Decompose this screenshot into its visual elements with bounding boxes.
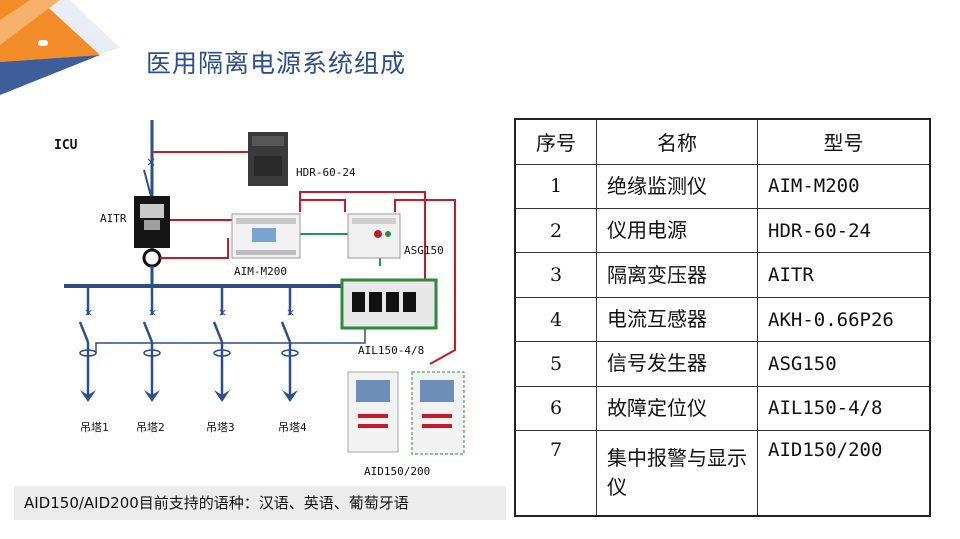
row-model: HDR-60-24: [757, 208, 931, 254]
svg-text:×: ×: [146, 155, 156, 169]
row-no: 2: [514, 208, 597, 254]
branch-label-3: 吊塔3: [206, 421, 235, 434]
row-model: ASG150: [757, 341, 931, 387]
row-model: AITR: [757, 252, 931, 298]
ail-label: AIL150-4/8: [358, 344, 425, 357]
aitr-label: AITR: [100, 212, 127, 225]
icu-label: ICU: [54, 138, 78, 153]
branch-label-1: 吊塔1: [80, 421, 109, 434]
row-name: 隔离变压器: [596, 252, 758, 298]
table-row: 4 电流互感器 AKH-0.66P26: [514, 296, 931, 343]
branch-label-4: 吊塔4: [278, 421, 307, 434]
table-row: 1 绝缘监测仪 AIM-M200: [514, 163, 931, 210]
header-name: 名称: [596, 118, 758, 165]
row-name: 集中报警与显示仪: [596, 430, 758, 517]
row-model: AID150/200: [757, 430, 931, 517]
row-name: 信号发生器: [596, 341, 758, 387]
row-no: 7: [514, 430, 597, 517]
component-table: 序号 名称 型号 1 绝缘监测仪 AIM-M200 2 仪用电源 HDR-60-…: [514, 118, 931, 517]
row-name: 仪用电源: [596, 208, 758, 254]
header-model: 型号: [757, 118, 931, 165]
row-model: AIL150-4/8: [757, 385, 931, 432]
aim-label: AIM-M200: [234, 265, 287, 278]
header-no: 序号: [514, 118, 597, 165]
row-no: 3: [514, 252, 597, 298]
language-note: AID150/AID200目前支持的语种：汉语、英语、葡萄牙语: [14, 486, 506, 520]
row-model: AIM-M200: [757, 163, 931, 210]
system-diagram: × × × × ×: [64, 120, 465, 455]
row-no: 1: [514, 163, 597, 210]
row-name: 绝缘监测仪: [596, 163, 758, 210]
table-row: 6 故障定位仪 AIL150-4/8: [514, 385, 931, 432]
row-model: AKH-0.66P26: [757, 296, 931, 343]
row-no: 4: [514, 296, 597, 343]
row-no: 6: [514, 385, 597, 432]
branch-label-2: 吊塔2: [136, 421, 165, 434]
table-row: 3 隔离变压器 AITR: [514, 252, 931, 298]
table-row: 7 集中报警与显示仪 AID150/200: [514, 430, 931, 517]
page-title: 医用隔离电源系统组成: [146, 49, 407, 78]
table-row: 5 信号发生器 ASG150: [514, 341, 931, 387]
hdr-label: HDR-60-24: [296, 166, 356, 179]
asg-label: ASG150: [404, 244, 444, 257]
svg-text:×: ×: [286, 306, 295, 319]
row-name: 故障定位仪: [596, 385, 758, 432]
aid-label: AID150/200: [364, 465, 431, 478]
row-no: 5: [514, 341, 597, 387]
svg-text:×: ×: [218, 306, 227, 319]
svg-text:×: ×: [148, 306, 157, 319]
svg-text:×: ×: [84, 306, 93, 319]
table-row: 2 仪用电源 HDR-60-24: [514, 208, 931, 254]
corner-decoration: [0, 0, 120, 95]
table-header-row: 序号 名称 型号: [514, 118, 931, 165]
row-name: 电流互感器: [596, 296, 758, 343]
